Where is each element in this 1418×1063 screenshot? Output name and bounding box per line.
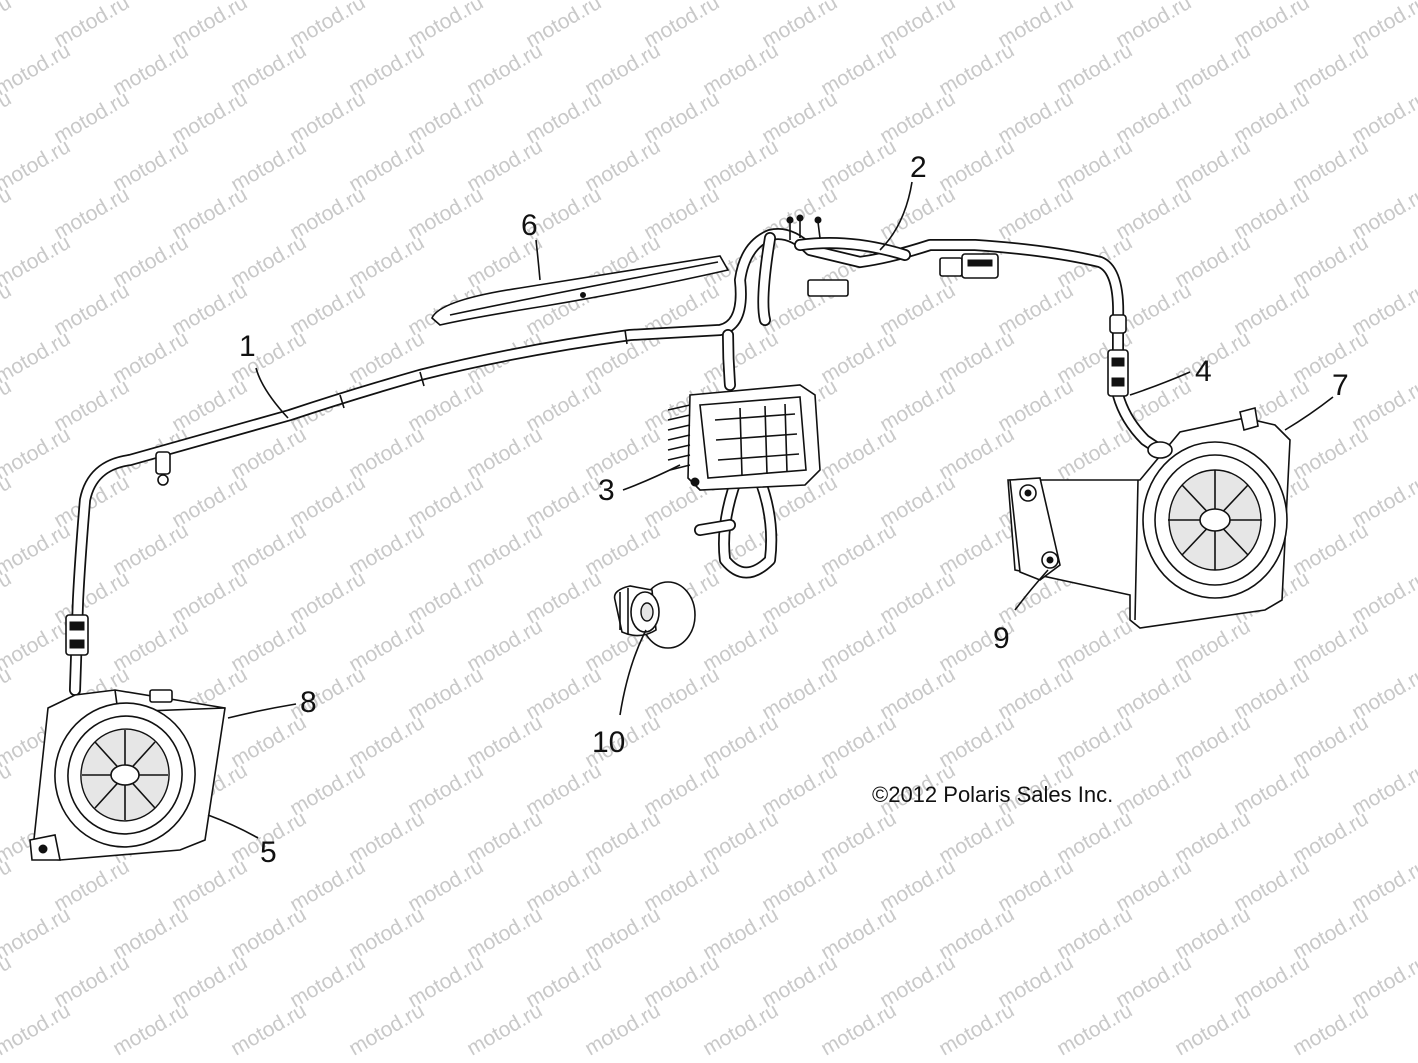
callout-1: 1 [239, 330, 256, 363]
callout-8: 8 [300, 686, 317, 719]
watermark-text: motod.ru [817, 999, 900, 1060]
watermark-text: motod.ru [0, 231, 74, 292]
watermark-text: motod.ru [581, 999, 664, 1060]
watermark-text: motod.ru [1053, 999, 1136, 1060]
copyright-text: ©2012 Polaris Sales Inc. [872, 782, 1113, 807]
watermark-text: motod.ru [463, 999, 546, 1060]
watermark-text: motod.ru [0, 39, 74, 100]
watermark-text: motod.ru [699, 999, 782, 1060]
watermark-text: motod.ru [0, 423, 74, 484]
watermark-text: motod.ru [0, 567, 15, 628]
watermark-text: motod.ru [0, 855, 15, 916]
part-6-trim-strip [431, 255, 730, 326]
callout-7: 7 [1332, 369, 1349, 402]
callout-3: 3 [598, 474, 615, 507]
watermark-text: motod.ru [0, 615, 74, 676]
callout-6: 6 [521, 209, 538, 242]
watermark-text: motod.ru [0, 135, 74, 196]
watermark-text: motod.ru [0, 0, 15, 52]
watermark-text: motod.ru [0, 999, 74, 1060]
leader-lines [207, 181, 1334, 839]
callout-5: 5 [260, 836, 277, 869]
callout-2: 2 [910, 151, 927, 184]
watermark-text: motod.ru [0, 87, 15, 148]
watermark-text: motod.ru [1171, 999, 1254, 1060]
part-8-left-speaker-pod [29, 689, 226, 861]
watermark-text: motod.ru [0, 0, 74, 4]
callout-9: 9 [993, 622, 1010, 655]
watermark-text: motod.ru [0, 903, 74, 964]
part-3-amplifier [667, 384, 821, 491]
watermark-text: motod.ru [0, 375, 15, 436]
watermark-text: motod.ru [0, 279, 15, 340]
callout-4: 4 [1195, 355, 1212, 388]
watermark-text: motod.ru [0, 759, 15, 820]
watermark-text: motod.ru [0, 327, 74, 388]
watermark-text: motod.ru [0, 663, 15, 724]
part-10-power-socket [613, 581, 696, 649]
watermark-text: motod.ru [0, 519, 74, 580]
watermark-text: motod.ru [345, 999, 428, 1060]
watermark-text: motod.ru [0, 951, 15, 1012]
watermark-text: motod.ru [0, 183, 15, 244]
part-7-right-speaker-pod [1007, 407, 1291, 629]
wire-harness [65, 214, 1166, 696]
watermark-text: motod.ru [0, 471, 15, 532]
watermark-text: motod.ru [227, 999, 310, 1060]
watermark-text: motod.ru [1289, 999, 1372, 1060]
callout-labels: 1 2 3 4 5 6 7 8 9 10 [239, 151, 1349, 869]
watermark-text: motod.ru [109, 999, 192, 1060]
watermark-text: motod.ru [935, 999, 1018, 1060]
callout-10: 10 [592, 726, 625, 759]
